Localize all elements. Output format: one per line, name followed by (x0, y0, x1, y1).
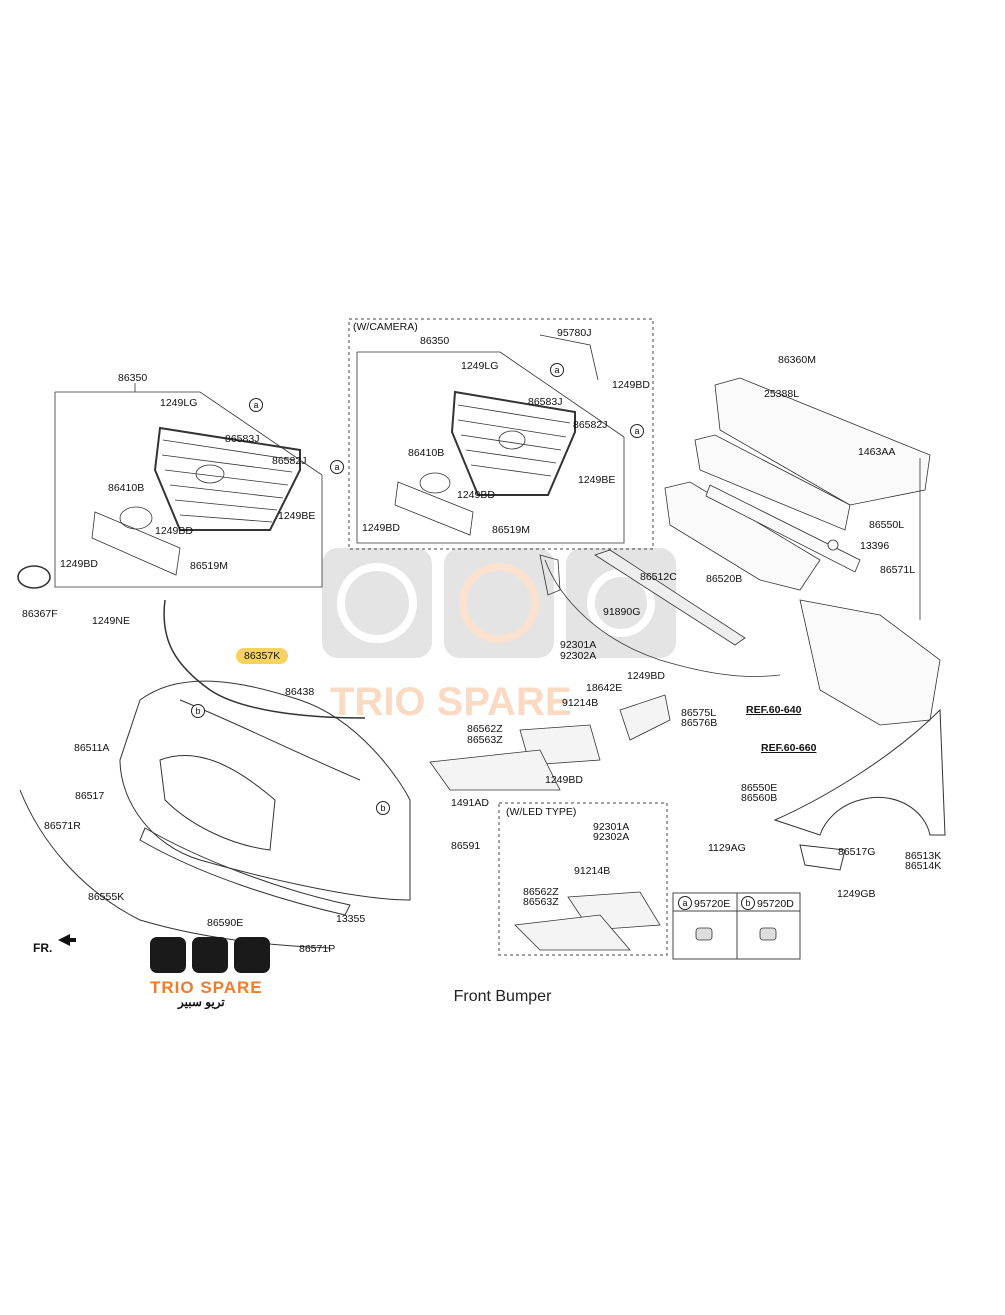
label-86350-left: 86350 (118, 372, 148, 384)
brand-logo-tile-1 (150, 937, 186, 973)
label-86517g: 86517G (838, 846, 876, 858)
camera-grille-group (356, 334, 625, 544)
label-1249lg-left: 1249LG (160, 397, 198, 409)
label-86514k: 86514K (905, 860, 942, 872)
led-lamp-group (514, 891, 661, 951)
label-86550e: 86550E (741, 782, 778, 794)
led-variant-box (498, 802, 668, 956)
label-18642e: 18642E (586, 682, 623, 694)
label-86520b: 86520B (706, 573, 743, 585)
label-86438: 86438 (285, 686, 315, 698)
label-86512c: 86512C (640, 571, 677, 583)
label-25388l: 25388L (764, 388, 800, 400)
label-1249ne: 1249NE (92, 615, 130, 627)
fender-group (773, 708, 946, 871)
label-86410b-cam: 86410B (408, 447, 445, 459)
label-1249bd-lamp: 1249BD (545, 774, 583, 786)
watermark-text: TRIO SPARE (330, 680, 572, 724)
brand-logo-tile-2 (192, 937, 228, 973)
label-92302a-led: 92302A (593, 831, 630, 843)
label-86519m-left: 86519M (190, 560, 228, 572)
label-1249bd-mid: 1249BD (627, 670, 665, 682)
brand-name: TRIO SPARE (150, 978, 263, 997)
label-1249bd-left-a: 1249BD (155, 525, 193, 537)
label-1129ag: 1129AG (708, 842, 746, 854)
label-86513k: 86513K (905, 850, 942, 862)
label-1463aa: 1463AA (858, 446, 896, 458)
label-led-title: (W/LED TYPE) (506, 806, 577, 818)
label-86576b: 86576B (681, 717, 718, 729)
label-86562z-led: 86562Z (523, 886, 559, 898)
label-86519m-cam: 86519M (492, 524, 530, 536)
label-95720e: 95720E (694, 898, 731, 910)
label-92301a: 92301A (560, 639, 597, 651)
label-86560b: 86560B (741, 792, 778, 804)
callout-a-left-2: a (330, 460, 344, 474)
label-86563z-led: 86563Z (523, 896, 559, 908)
label-1249bd-left-b: 1249BD (60, 558, 98, 570)
left-grille-group (17, 383, 323, 589)
label-86583j-left: 86583J (225, 433, 260, 445)
label-ref-60-660: REF.60-660 (761, 742, 817, 754)
label-86517: 86517 (75, 790, 105, 802)
label-1249lg-cam: 1249LG (461, 360, 499, 372)
brand-logo-tile-3 (234, 937, 270, 973)
callout-a-cam: a (550, 363, 564, 377)
label-ref-60-640: REF.60-640 (746, 704, 802, 716)
label-86360m: 86360M (778, 354, 816, 366)
label-86575l: 86575L (681, 707, 717, 719)
label-1249bd-cam-top: 1249BD (612, 379, 650, 391)
label-1249gb: 1249GB (837, 888, 876, 900)
label-86367f: 86367F (22, 608, 58, 620)
label-95720d: 95720D (757, 898, 794, 910)
label-86583j-cam: 86583J (528, 396, 563, 408)
label-86357k-highlighted: 86357K (236, 648, 289, 664)
reinforcement-group (664, 377, 941, 726)
label-86590e: 86590E (207, 917, 244, 929)
callout-a-left: a (249, 398, 263, 412)
callout-b-table: b (741, 896, 755, 910)
camera-variant-box (348, 318, 654, 550)
label-92302a: 92302A (560, 650, 597, 662)
label-1249be-left: 1249BE (278, 510, 316, 522)
label-86563z: 86563Z (467, 734, 503, 746)
middle-parts-group (429, 549, 781, 791)
label-91890g: 91890G (603, 606, 641, 618)
label-86571p: 86571P (299, 943, 336, 955)
label-86582j-cam: 86582J (573, 419, 608, 431)
label-92301a-led: 92301A (593, 821, 630, 833)
label-86562z: 86562Z (467, 723, 503, 735)
label-camera-title: (W/CAMERA) (353, 321, 418, 333)
label-13396: 13396 (860, 540, 890, 552)
front-direction-arrow (58, 934, 76, 946)
label-95780j: 95780J (557, 327, 592, 339)
label-1249bd-cam-a: 1249BD (457, 489, 495, 501)
label-1249bd-cam-b: 1249BD (362, 522, 400, 534)
label-86511a: 86511A (74, 742, 110, 754)
label-86555k: 86555K (88, 891, 125, 903)
label-86571r: 86571R (44, 820, 81, 832)
label-86591: 86591 (451, 840, 481, 852)
callout-a-table: a (678, 896, 692, 910)
callout-b-bumper: b (191, 704, 205, 718)
label-86571l: 86571L (880, 564, 916, 576)
callout-b-bumper-2: b (376, 801, 390, 815)
label-86350-cam: 86350 (420, 335, 450, 347)
label-front-direction: FR. (33, 941, 53, 955)
label-91214b-led: 91214B (574, 865, 611, 877)
diagram-caption: Front Bumper (453, 988, 552, 1005)
label-86582j-left: 86582J (272, 455, 307, 467)
label-86550l: 86550L (869, 519, 905, 531)
brand-name-arabic: تريو سبير (178, 995, 225, 1009)
label-86410b-left: 86410B (108, 482, 145, 494)
label-91214b: 91214B (562, 697, 599, 709)
label-13355: 13355 (336, 913, 366, 925)
callout-a-cam-2: a (630, 424, 644, 438)
label-1491ad: 1491AD (451, 797, 489, 809)
label-1249be-cam: 1249BE (578, 474, 616, 486)
